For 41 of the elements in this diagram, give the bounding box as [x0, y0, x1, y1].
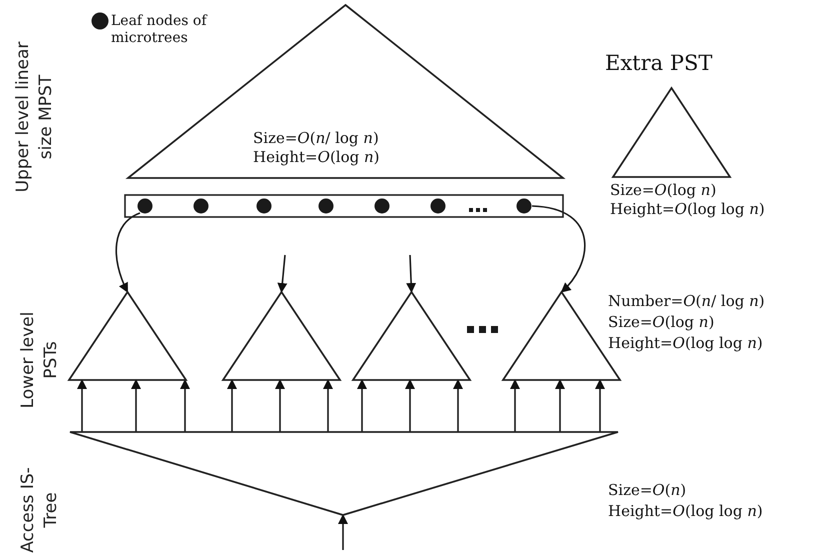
formula-text: Number=O(n/ log n)	[608, 292, 765, 311]
formula-text: Size=O(log n)	[608, 313, 714, 332]
arrow	[510, 379, 520, 432]
level-label: Lower level PSTs	[17, 310, 62, 410]
arrow	[338, 514, 348, 550]
tree-triangle	[353, 292, 470, 380]
formula-text: Size=O(n)	[608, 481, 686, 500]
leaf-node-dot	[193, 198, 209, 214]
leaf-node-dot	[516, 198, 532, 214]
arrow	[532, 205, 586, 293]
level-label: Upper level linear size MPST	[12, 40, 57, 194]
heading: Extra PST	[605, 50, 712, 76]
formula-text: Size=O(n/ log n)	[253, 129, 379, 148]
formula-text: Size=O(log n)	[610, 181, 716, 200]
tree-triangle	[69, 292, 186, 380]
arrow	[77, 379, 87, 432]
level-label: Access IS-Tree	[17, 466, 62, 555]
legend-text: Leaf nodes of microtrees	[111, 13, 208, 47]
formula-text: Height=O(log log n)	[608, 502, 763, 521]
arrow	[277, 254, 288, 293]
leaf-node-dot	[430, 198, 446, 214]
arrow	[453, 379, 463, 432]
arrow	[406, 254, 416, 293]
leaf-node-dot	[318, 198, 334, 214]
arrow	[131, 379, 141, 432]
arrow	[180, 379, 190, 432]
arrow	[595, 379, 605, 432]
leaf-node-dot	[137, 198, 153, 214]
formula-text: Height=O(log log n)	[608, 334, 763, 353]
leaf-node-dot	[374, 198, 390, 214]
leaf-node-dot	[256, 198, 272, 214]
arrow	[357, 379, 367, 432]
tree-triangle	[223, 292, 340, 380]
arrow	[275, 379, 285, 432]
arrow	[555, 379, 565, 432]
formula-text: Height=O(log n)	[253, 148, 380, 167]
arrow	[323, 379, 333, 432]
arrow	[405, 379, 415, 432]
formula-text: Height=O(log log n)	[610, 200, 765, 219]
leaf-array-bar	[125, 195, 563, 217]
arrow	[227, 379, 237, 432]
